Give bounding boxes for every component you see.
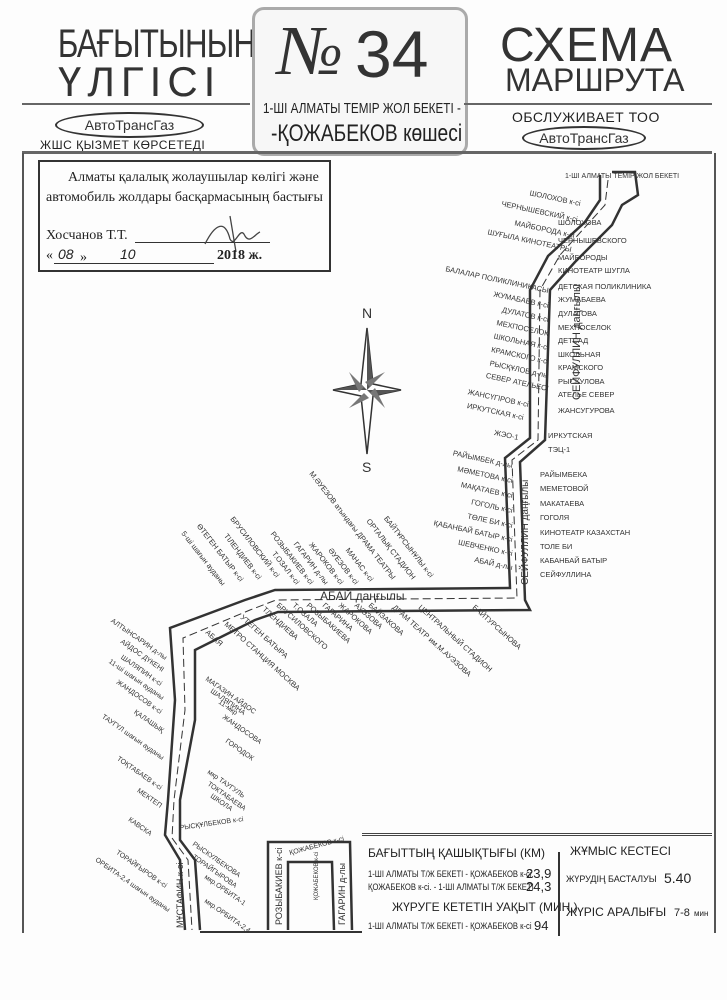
stop-label: КАВСКА bbox=[127, 816, 153, 837]
distance-value: 24,3 bbox=[526, 879, 552, 894]
distance-label: ҚОЖАБЕКОВ к-сі. - 1-ШІ АЛМАТЫ Т/Ж БЕКЕТІ bbox=[368, 882, 534, 892]
street-label: ГАГАРИН д-лы bbox=[337, 863, 347, 925]
route-outer-line bbox=[178, 170, 640, 931]
stop-label: ТОЛЕ БИ bbox=[540, 542, 572, 551]
stop-label: ЖЭО-1 bbox=[493, 428, 519, 442]
title-kz-line1: БАҒЫТЫНЫҢ bbox=[57, 22, 256, 66]
approval-month: 10 bbox=[120, 246, 136, 262]
stop-label: ТЭЦ-1 bbox=[548, 445, 570, 454]
street-label: ҚОЖАБЕКОВ к-сі bbox=[314, 852, 320, 900]
route-name-line1: 1-ШІ АЛМАТЫ ТЕМІР ЖОЛ БЕКЕТІ - bbox=[263, 100, 461, 117]
title-ru-line2: МАРШРУТА bbox=[505, 62, 685, 98]
stop-label: ТОҚТАБАЕВ к-сі bbox=[115, 755, 163, 792]
stop-label: ТОРАЙҒЫРОВ к-сі bbox=[114, 848, 169, 890]
column-divider bbox=[558, 852, 560, 936]
street-label: МҰСТАФИН к-сі bbox=[175, 863, 185, 928]
stop-label: МЕХПОСЕЛОК bbox=[558, 323, 612, 332]
map-frame bbox=[22, 153, 716, 933]
stop-label: АТЕЛЬЕ СЕВЕР bbox=[558, 390, 614, 399]
title-ru-line1: СХЕМА bbox=[500, 19, 673, 72]
route-number: 34 bbox=[355, 17, 429, 91]
signature bbox=[204, 215, 261, 253]
start-label: ЖҮРУДІҢ БАСТАЛУЫ bbox=[566, 874, 657, 884]
signature-line bbox=[135, 242, 270, 243]
compass-star bbox=[332, 327, 402, 455]
approval-year: 2018 ж. bbox=[217, 248, 263, 263]
title-kz-line2: ҮЛГІСІ bbox=[58, 58, 222, 105]
stop-label: ГОРОДОК bbox=[224, 738, 256, 763]
stop-label: ШОЛОХОВА bbox=[558, 218, 601, 227]
interval-value: 7-8 bbox=[674, 907, 690, 919]
street-label: РОЗЫБАКИЕВ к-сі bbox=[274, 847, 284, 925]
stop-label: КИНОТЕАТР КАЗАХСТАН bbox=[540, 528, 630, 537]
terminal-label: 1-ШІ АЛМАТЫ ТЕМІР ЖОЛ БЕКЕТІ bbox=[565, 173, 679, 180]
time-value: 94 bbox=[534, 918, 549, 933]
distance-title: БАҒЫТТЫҢ ҚАШЫҚТЫҒЫ (КМ) bbox=[368, 846, 546, 860]
stop-label: ЖАНСУГУРОВА bbox=[558, 406, 615, 415]
approval-line2: автомобиль жолдары басқармасының бастығы bbox=[46, 190, 323, 205]
compass: N S bbox=[332, 305, 402, 475]
compass-n-label: N bbox=[362, 305, 372, 321]
compass-s-label: S bbox=[362, 459, 371, 475]
compass-star-shade bbox=[367, 328, 373, 390]
approval-name: Хосчанов Т.Т. bbox=[46, 228, 128, 243]
operator-right-caption: ОБСЛУЖИВАЕТ ТОО bbox=[512, 109, 660, 125]
street-label: СЕЙФУЛЛИН даңғылы bbox=[570, 284, 583, 400]
stop-label: ЧЕРНЫШЕВСКОГО bbox=[558, 236, 627, 245]
stop-label: ИРКУТСКАЯ bbox=[548, 431, 592, 440]
divider bbox=[464, 103, 712, 105]
street-label: СЕЙФУЛЛИН даңғылы bbox=[518, 480, 531, 585]
stop-label: ДУЛАТОВА bbox=[558, 309, 597, 318]
route-info-table: БАҒЫТТЫҢ ҚАШЫҚТЫҒЫ (КМ) 1-ШІ АЛМАТЫ Т/Ж … bbox=[362, 833, 712, 936]
route-inner-line bbox=[163, 175, 602, 931]
stop-label: РАЙЫМБЕКА bbox=[540, 470, 587, 479]
stop-label: ШКОЛЬНАЯ bbox=[558, 350, 601, 359]
stop-label: ЖУМАБАЕВА bbox=[558, 295, 606, 304]
distance-label: 1-ШІ АЛМАТЫ Т/Ж БЕКЕТІ - ҚОЖАБЕКОВ к-сі. bbox=[368, 869, 534, 879]
stop-label: ДЕТСКАЯ ПОЛИКЛИНИКА bbox=[558, 282, 651, 291]
stop-label: СЕЙФУЛЛИНА bbox=[540, 570, 591, 579]
start-value: 5.40 bbox=[664, 870, 692, 886]
time-label: 1-ШІ АЛМАТЫ Т/Ж БЕКЕТІ - ҚОЖАБЕКОВ к-сі bbox=[368, 921, 532, 931]
stop-label: МАКАТАЕВА bbox=[540, 499, 584, 508]
interval-label: ЖҮРІС АРАЛЫҒЫ bbox=[566, 905, 667, 919]
stop-label: М.ӘУЕЗОВ атындағы ДРАМА ТЕАТРЫ bbox=[307, 469, 397, 581]
stop-label: РЫСКУЛОВА bbox=[558, 377, 605, 386]
street-label: РЫСҚҰЛБЕКОВ к-сі bbox=[179, 815, 244, 832]
stop-label: АБАЙ д-лы bbox=[474, 555, 514, 572]
stop-label: ТАУГҮЛ шағын ауданы bbox=[100, 713, 165, 761]
stop-label: КАБАНБАЙ БАТЫР bbox=[540, 556, 607, 565]
distance-value: 23,9 bbox=[526, 866, 552, 881]
time-title: ЖҮРУГЕ КЕТЕТІН УАҚЫТ (МИН.) bbox=[392, 900, 578, 914]
stop-label: МЕМЕТОВОЙ bbox=[540, 484, 589, 493]
divider bbox=[22, 103, 250, 105]
stop-label: КИНОТЕАТР ШУГЛА bbox=[558, 266, 630, 275]
terminal-loop bbox=[266, 840, 354, 931]
stop-label: ДЕТСАД bbox=[558, 336, 588, 345]
operator-left-caption: ЖШС ҚЫЗМЕТ КӨРСЕТЕДІ bbox=[40, 138, 206, 152]
divider bbox=[22, 151, 712, 154]
approval-line1: Алматы қалалық жолаушылар көлігі және bbox=[68, 170, 319, 185]
street-label: АБАЙ даңғылы bbox=[320, 588, 405, 603]
interval-unit: мин bbox=[694, 909, 709, 918]
schedule-title: ЖҰМЫС КЕСТЕСІ bbox=[570, 844, 671, 858]
stop-label: МАЙБОРОДЫ bbox=[558, 253, 608, 262]
approval-stamp: Алматы қалалық жолаушылар көлігі және ав… bbox=[38, 160, 331, 272]
stop-label: ГОГОЛЯ bbox=[540, 513, 569, 522]
stop-label: ШОЛОХОВ к-сі bbox=[529, 188, 582, 208]
route-name-line2: -ҚОЖАБЕКОВ көшесі bbox=[271, 120, 463, 147]
route-number-box: № 34 1-ШІ АЛМАТЫ ТЕМІР ЖОЛ БЕКЕТІ - -ҚОЖ… bbox=[252, 7, 468, 156]
approval-day: 08 bbox=[58, 246, 74, 262]
number-sign: № bbox=[277, 13, 344, 90]
operator-right-oval: АвтоТрансГаз bbox=[522, 126, 646, 150]
operator-left-oval: АвтоТрансГаз bbox=[55, 112, 204, 138]
stop-label: КРАМСКОГО bbox=[558, 363, 603, 372]
